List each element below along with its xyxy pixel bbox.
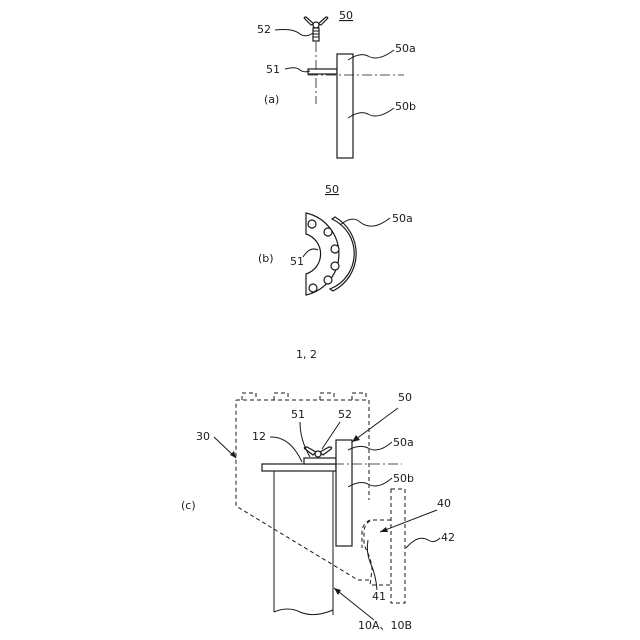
- label-40-c: 40: [437, 497, 451, 510]
- flange-12: [262, 464, 336, 471]
- plate-51-a: [308, 69, 337, 74]
- panel-b-label: (b): [258, 252, 274, 265]
- panel-a-label: (a): [264, 93, 279, 106]
- clamp-bar-a: [337, 54, 353, 158]
- plate-51-c: [304, 458, 336, 464]
- panel-c: 1, 2 (c): [181, 348, 455, 632]
- label-42-c: 42: [441, 531, 455, 544]
- enclosure-top-features: [242, 393, 366, 400]
- panel-c-label: (c): [181, 499, 196, 512]
- label-41-c: 41: [372, 590, 386, 603]
- label-50a-b: 50a: [392, 212, 413, 225]
- label-50a-a: 50a: [395, 42, 416, 55]
- label-50b-a: 50b: [395, 100, 416, 113]
- label-51-b: 51: [290, 255, 304, 268]
- panel-b-part-number: 50: [325, 183, 339, 196]
- label-50-c: 50: [398, 391, 412, 404]
- label-51-a: 51: [266, 63, 280, 76]
- label-52-a: 52: [257, 23, 271, 36]
- label-12-c: 12: [252, 430, 266, 443]
- clamp-bar-c: [336, 440, 352, 546]
- label-50a-c: 50a: [393, 436, 414, 449]
- label-50b-c: 50b: [393, 472, 414, 485]
- wing-bolt-c: [304, 447, 331, 457]
- column-10: [274, 470, 333, 615]
- device-body-42: [391, 489, 405, 603]
- device-40: [362, 489, 405, 603]
- wing-bolt-a: [304, 17, 328, 41]
- label-51-c: 51: [291, 408, 305, 421]
- assembly-number: 1, 2: [296, 348, 317, 361]
- panel-a-part-number: 50: [339, 9, 353, 22]
- label-30-c: 30: [196, 430, 210, 443]
- panel-a: (a) 50 52 51 50a 50b: [257, 9, 416, 158]
- label-10-c: 10A、10B: [358, 619, 412, 632]
- panel-b: 50 (b) 50a 51: [258, 183, 413, 295]
- label-52-c: 52: [338, 408, 352, 421]
